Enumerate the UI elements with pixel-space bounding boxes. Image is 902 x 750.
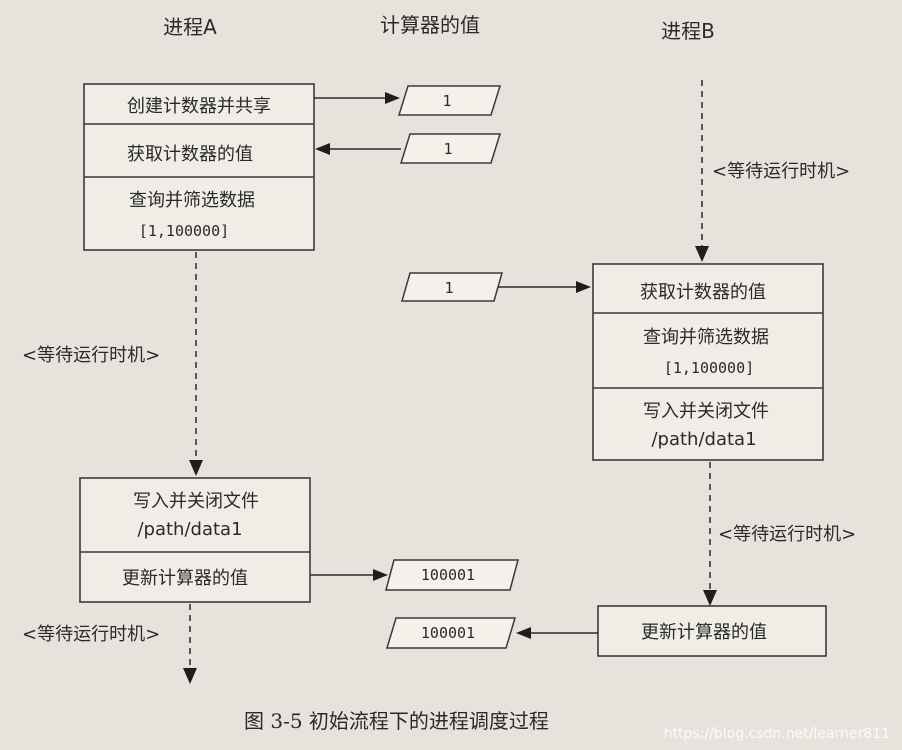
a-get-counter-label: 获取计数器的值 (127, 144, 253, 165)
svg-text:1: 1 (444, 279, 453, 297)
arrow-counter-to-a-get (315, 143, 401, 155)
svg-text:1: 1 (443, 140, 452, 158)
b-wait-label-top: <等待运行时机> (712, 161, 850, 182)
header-process-a: 进程A (163, 15, 217, 39)
a-query-filter-label: 查询并筛选数据 (129, 190, 255, 211)
b-wait-dashed-line-mid (703, 462, 717, 606)
counter-value-3: 1 (401, 272, 503, 302)
arrow-counter-to-b-get (498, 281, 591, 293)
header-counter-value: 计算器的值 (380, 13, 480, 37)
counter-value-2: 1 (399, 133, 502, 164)
counter-value-5: 100001 (385, 617, 517, 649)
arrow-a-update-to-counter (310, 569, 388, 581)
process-b-update-box: 更新计算器的值 (597, 605, 827, 657)
a-write-close-label: 写入并关闭文件 (133, 491, 259, 512)
b-range-label: [1,100000] (664, 359, 754, 377)
b-query-filter-label: 查询并筛选数据 (643, 327, 769, 348)
process-a-box-bottom: 写入并关闭文件 /path/data1 更新计算器的值 (79, 477, 311, 603)
figure-caption: 图 3-5 初始流程下的进程调度过程 (244, 709, 549, 733)
header-process-b: 进程B (661, 19, 715, 43)
arrow-create-to-counter (314, 92, 400, 104)
a-path-label: /path/data1 (137, 519, 242, 540)
svg-text:100001: 100001 (421, 624, 475, 642)
process-a-box-top: 创建计数器并共享 获取计数器的值 查询并筛选数据 [1,100000] (83, 83, 315, 251)
a-wait-dashed-line (189, 252, 203, 476)
b-wait-dashed-line-top (695, 80, 709, 262)
counter-value-1: 1 (397, 85, 502, 116)
arrow-b-update-to-counter (516, 627, 598, 639)
a-wait-label-mid: <等待运行时机> (22, 345, 160, 366)
b-wait-label-mid: <等待运行时机> (718, 524, 856, 545)
a-create-counter-label: 创建计数器并共享 (127, 96, 271, 117)
a-range-label: [1,100000] (139, 222, 229, 240)
b-write-close-label: 写入并关闭文件 (643, 401, 769, 422)
a-wait-dashed-line-bottom (183, 604, 197, 684)
svg-text:100001: 100001 (421, 566, 475, 584)
counter-value-4: 100001 (385, 559, 519, 591)
svg-text:1: 1 (442, 92, 451, 110)
a-update-counter-label: 更新计算器的值 (122, 568, 248, 589)
process-b-box: 获取计数器的值 查询并筛选数据 [1,100000] 写入并关闭文件 /path… (592, 263, 824, 461)
a-wait-label-bottom: <等待运行时机> (22, 624, 160, 645)
b-path-label: /path/data1 (651, 429, 756, 450)
b-update-counter-label: 更新计算器的值 (641, 622, 767, 643)
b-get-counter-label: 获取计数器的值 (640, 282, 766, 303)
watermark-text: https://blog.csdn.net/learner811 (664, 726, 890, 742)
